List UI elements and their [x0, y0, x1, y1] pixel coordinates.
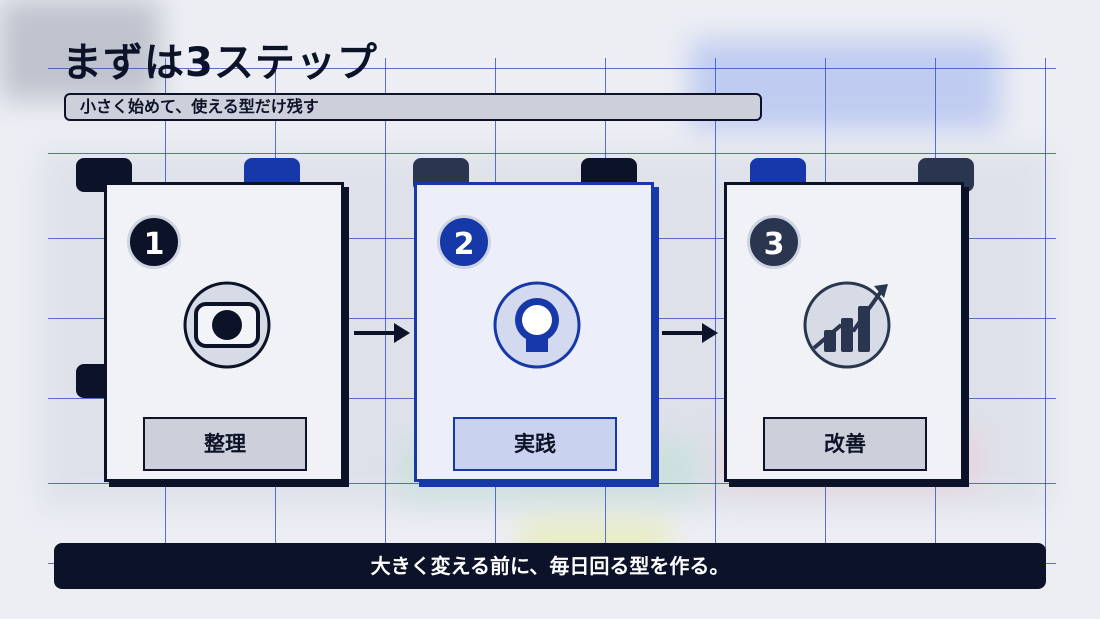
step-card-body: 1 整理 [104, 182, 344, 482]
growth-chart-icon [802, 280, 892, 370]
step-number-badge: 2 [437, 215, 491, 269]
step-card-1: 1 整理 [76, 158, 346, 490]
lightbulb-icon [492, 280, 582, 370]
window-dot-icon [182, 280, 272, 370]
step-label: 実践 [453, 417, 617, 471]
step-number-badge: 1 [127, 215, 181, 269]
arrow-right-icon [354, 320, 412, 346]
footer-message-bar: 大きく変える前に、毎日回る型を作る。 [54, 543, 1046, 589]
arrow-right-icon [662, 320, 720, 346]
step-card-body: 2 実践 [414, 182, 654, 482]
step-label: 改善 [763, 417, 927, 471]
step-label: 整理 [143, 417, 307, 471]
step-card-body: 3 改善 [724, 182, 964, 482]
page-title: まずは3ステップ [62, 40, 378, 86]
step-number-badge: 3 [747, 215, 801, 269]
subtitle-bar: 小さく始めて、使える型だけ残す [64, 93, 762, 121]
step-card-3: 3 改善 [696, 158, 974, 490]
step-card-2: 2 実践 [386, 158, 656, 490]
